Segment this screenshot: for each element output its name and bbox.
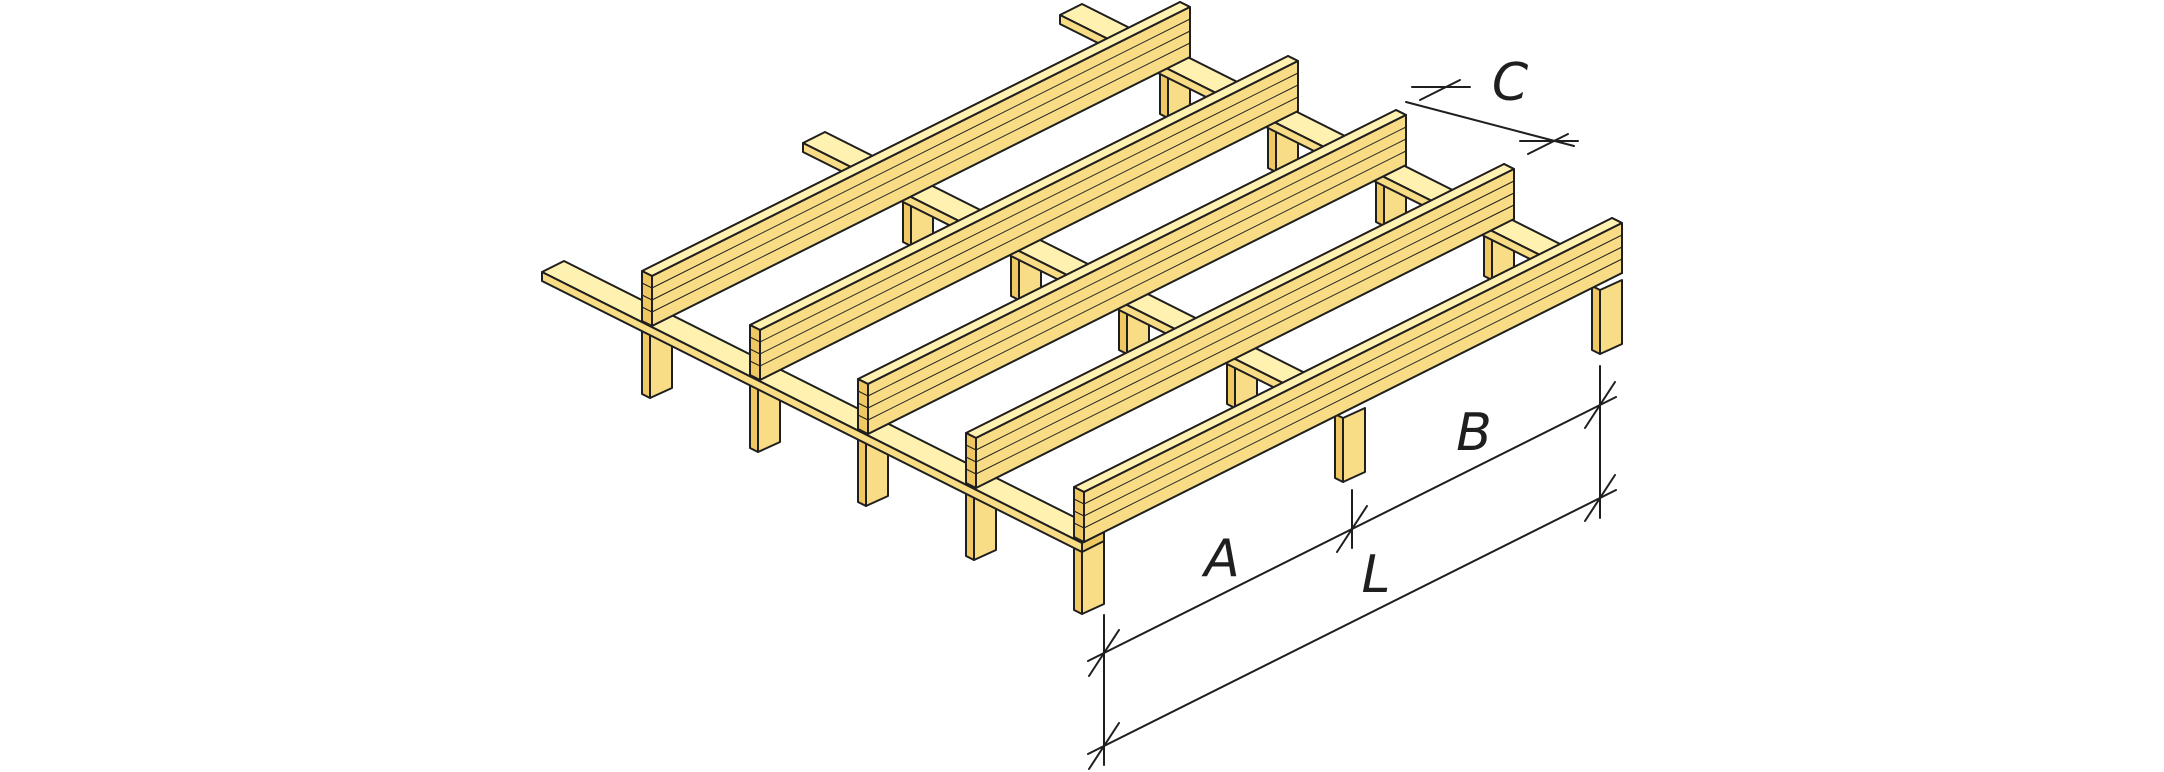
tick-mark (1584, 381, 1616, 429)
post (1591, 279, 1623, 355)
post (1334, 407, 1366, 483)
dimension-line-c (1405, 101, 1575, 147)
joist (857, 109, 1407, 435)
tick-mark (1088, 722, 1120, 770)
dimension-line-l (1087, 489, 1617, 755)
dimension-label-b: B (1456, 403, 1492, 463)
dimension-label-a: A (1201, 529, 1240, 589)
post (857, 431, 889, 507)
dimension-label-l: L (1362, 545, 1391, 605)
joist (965, 163, 1515, 489)
dimension-lines (1087, 79, 1617, 770)
tick-mark (1088, 629, 1120, 677)
tick-mark (1527, 133, 1569, 155)
tick-mark (1584, 474, 1616, 522)
joist (749, 55, 1299, 381)
tick-mark (1419, 79, 1461, 101)
dimension-label-c: C (1492, 53, 1529, 113)
tick-mark (1336, 505, 1368, 553)
joist (641, 1, 1191, 327)
joist (1073, 217, 1623, 543)
joists (641, 1, 1623, 543)
